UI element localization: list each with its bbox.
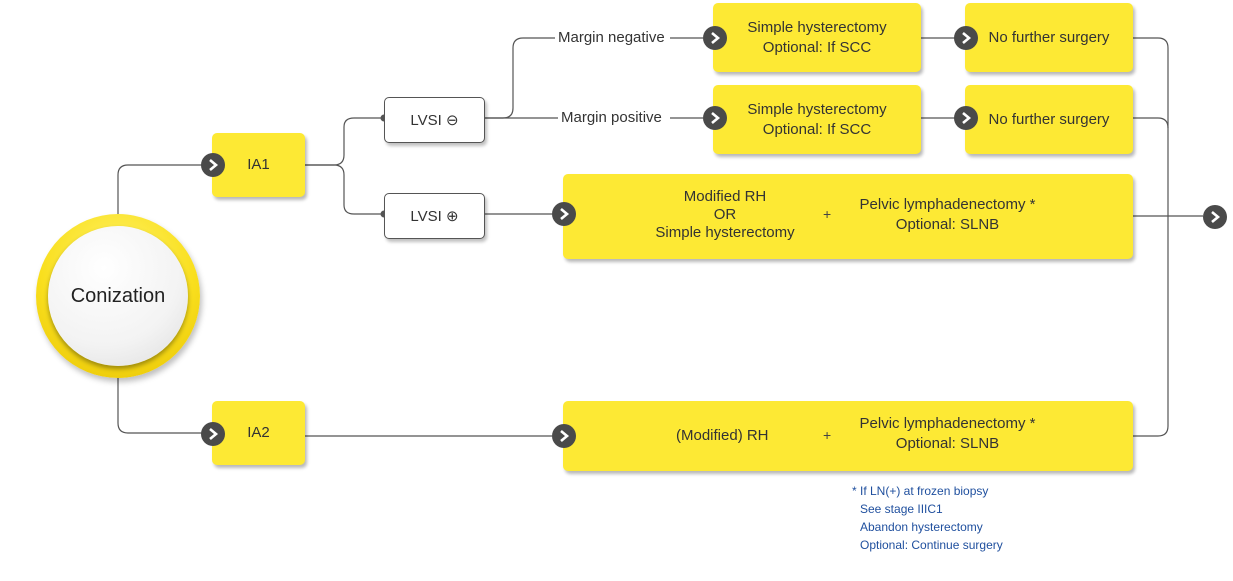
no-further-surgery-label: No further surgery <box>988 110 1110 128</box>
ia2-treatment-box <box>563 401 1133 471</box>
arrow-right-circle-icon <box>954 106 978 130</box>
margin-positive-label: Margin positive <box>558 109 665 126</box>
arrow-right-circle-icon <box>552 202 576 226</box>
plus-sign: + <box>823 206 832 222</box>
arrow-right-circle-icon <box>1203 205 1227 229</box>
margin-negative-label: Margin negative <box>555 29 668 46</box>
treatment-line: Simple hysterectomy <box>747 18 887 36</box>
ia2-lymph-options: Pelvic lymphadenectomy * Optional: SLNB <box>845 414 1050 454</box>
lvsi-negative-label: LVSI ⊖ <box>410 112 459 129</box>
conization-node: Conization <box>48 226 188 366</box>
treatment-line: Simple hysterectomy <box>655 224 795 241</box>
lvsi-negative-box: LVSI ⊖ <box>384 97 485 143</box>
footnote-line: Abandon hysterectomy <box>860 520 983 534</box>
margin-positive-treatment-box: Simple hysterectomy Optional: If SCC <box>713 85 921 154</box>
no-further-surgery-label: No further surgery <box>988 28 1110 46</box>
lvsi-positive-box: LVSI ⊕ <box>384 193 485 239</box>
lvsi-positive-surgery-options: Modified RH OR Simple hysterectomy <box>640 188 810 242</box>
conization-label: Conization <box>70 284 166 307</box>
arrow-right-circle-icon <box>552 424 576 448</box>
no-further-surgery-box: No further surgery <box>965 85 1133 154</box>
footnote-line: * If LN(+) at frozen biopsy <box>852 484 989 498</box>
footnote-line: Optional: Continue surgery <box>860 538 1003 552</box>
lvsi-positive-label: LVSI ⊕ <box>410 208 459 225</box>
footnote-line: See stage IIIC1 <box>860 502 943 516</box>
treatment-line: Pelvic lymphadenectomy * <box>859 196 1036 213</box>
footnote: * If LN(+) at frozen biopsy See stage II… <box>852 482 1003 554</box>
arrow-right-circle-icon <box>201 153 225 177</box>
stage-ia1-box: IA1 <box>212 133 305 197</box>
arrow-right-circle-icon <box>201 422 225 446</box>
stage-ia2-label: IA2 <box>247 424 270 441</box>
ia2-surgery-label: (Modified) RH <box>676 427 769 444</box>
arrow-right-circle-icon <box>703 106 727 130</box>
no-further-surgery-box: No further surgery <box>965 3 1133 72</box>
treatment-line: Optional: SLNB <box>895 216 1000 233</box>
plus-sign: + <box>823 427 832 443</box>
stage-ia2-box: IA2 <box>212 401 305 465</box>
treatment-line: Optional: If SCC <box>762 38 872 56</box>
treatment-line: Modified RH <box>683 188 767 205</box>
treatment-line: OR <box>713 206 737 223</box>
treatment-line: Optional: If SCC <box>762 120 872 138</box>
treatment-line: Simple hysterectomy <box>747 100 887 118</box>
treatment-line: Pelvic lymphadenectomy * <box>859 415 1036 432</box>
arrow-right-circle-icon <box>954 26 978 50</box>
lvsi-positive-lymph-options: Pelvic lymphadenectomy * Optional: SLNB <box>845 195 1050 235</box>
treatment-line: Optional: SLNB <box>895 435 1000 452</box>
stage-ia1-label: IA1 <box>247 156 270 173</box>
arrow-right-circle-icon <box>703 26 727 50</box>
lvsi-positive-treatment-box <box>563 174 1133 259</box>
margin-negative-treatment-box: Simple hysterectomy Optional: If SCC <box>713 3 921 72</box>
